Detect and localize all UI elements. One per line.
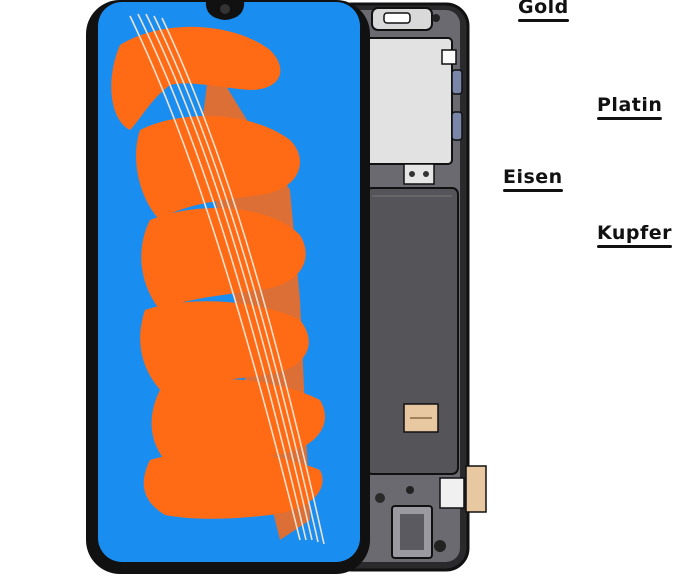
label-gold-underline [518,19,569,22]
label-gold: Gold [518,0,569,22]
label-kupfer-underline [597,245,673,248]
label-kupfer: Kupfer [597,222,673,248]
label-gold-text: Gold [518,0,569,18]
label-eisen-underline [503,189,563,192]
label-eisen-text: Eisen [503,166,563,188]
light-streaks [129,13,325,545]
label-eisen: Eisen [503,166,563,192]
label-kupfer-text: Kupfer [597,222,673,244]
phone-front [86,0,370,574]
label-platin: Platin [597,94,663,120]
label-platin-underline [597,117,663,120]
front-camera-icon [220,4,230,14]
label-platin-text: Platin [597,94,663,116]
